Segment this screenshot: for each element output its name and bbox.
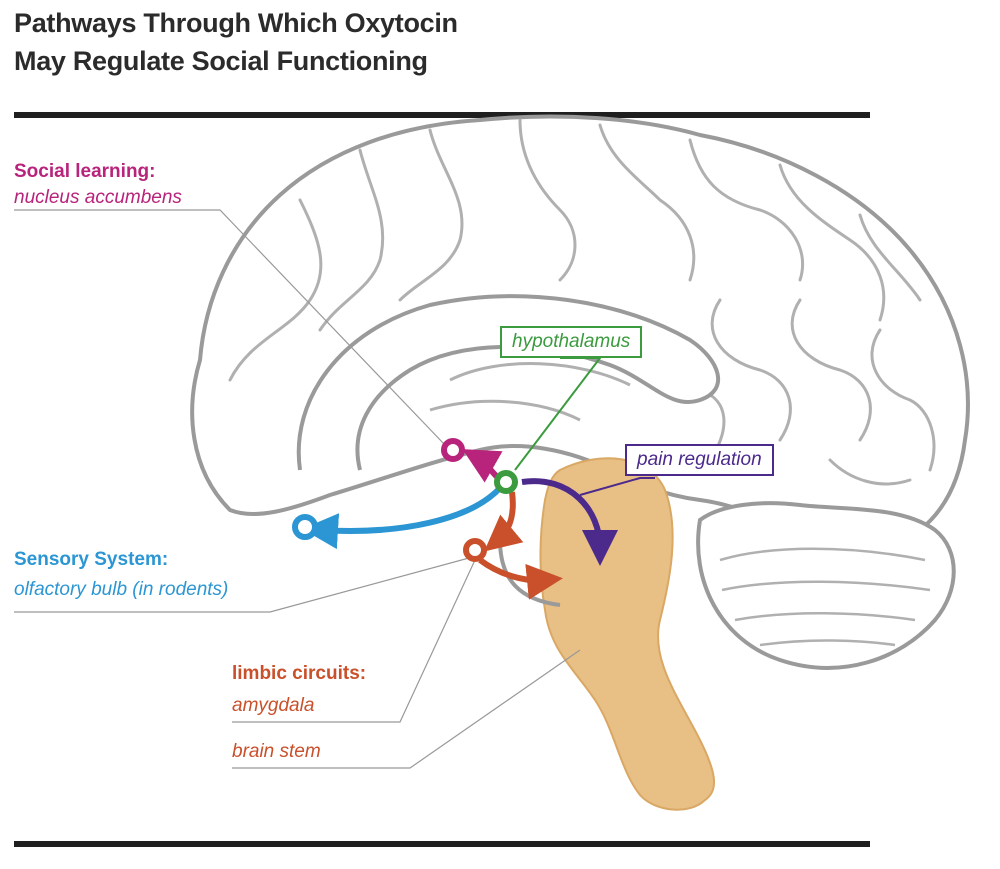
- olfactory-bulb-label: olfactory bulb (in rodents): [14, 579, 229, 600]
- olfactory-bulb-node: [292, 514, 318, 540]
- pain-regulation-callout: pain regulation: [625, 444, 774, 476]
- title-line-2: May Regulate Social Functioning: [14, 46, 428, 76]
- amygdala-node: [463, 538, 487, 562]
- hypothalamus-pointer: [514, 357, 603, 471]
- leader-lines: [14, 209, 581, 769]
- fornix-line: [449, 362, 631, 387]
- temporal-fold: [498, 539, 561, 607]
- title-line-1: Pathways Through Which Oxytocin: [14, 8, 458, 38]
- sensory-system-heading: Sensory System:: [14, 549, 169, 570]
- brain-stem-label: brain stem: [232, 741, 321, 762]
- top-rule: [14, 112, 870, 118]
- limbic-arrow-2: [478, 557, 563, 600]
- pain-arrow: [521, 478, 618, 566]
- thalamus-line: [429, 399, 581, 422]
- gyri-folds: [228, 118, 936, 486]
- cerebellum: [696, 501, 956, 670]
- amygdala-label: amygdala: [232, 695, 315, 716]
- pain-pointer: [579, 477, 655, 496]
- limbic-circuits-heading: limbic circuits:: [232, 663, 367, 684]
- nucleus-accumbens-node: [441, 438, 465, 462]
- limbic-arrow-1: [484, 491, 524, 552]
- nucleus-accumbens-label: nucleus accumbens: [14, 187, 182, 208]
- bottom-rule: [14, 841, 870, 847]
- diagram-title: Pathways Through Which Oxytocin May Regu…: [14, 4, 458, 80]
- hypothalamus-node: [494, 470, 518, 494]
- cerebellum-folia: [719, 547, 931, 647]
- social-learning-heading: Social learning:: [14, 161, 156, 182]
- brain-stem: [539, 457, 716, 811]
- hypothalamus-callout: hypothalamus: [500, 326, 643, 358]
- sensory-arrow: [302, 485, 503, 550]
